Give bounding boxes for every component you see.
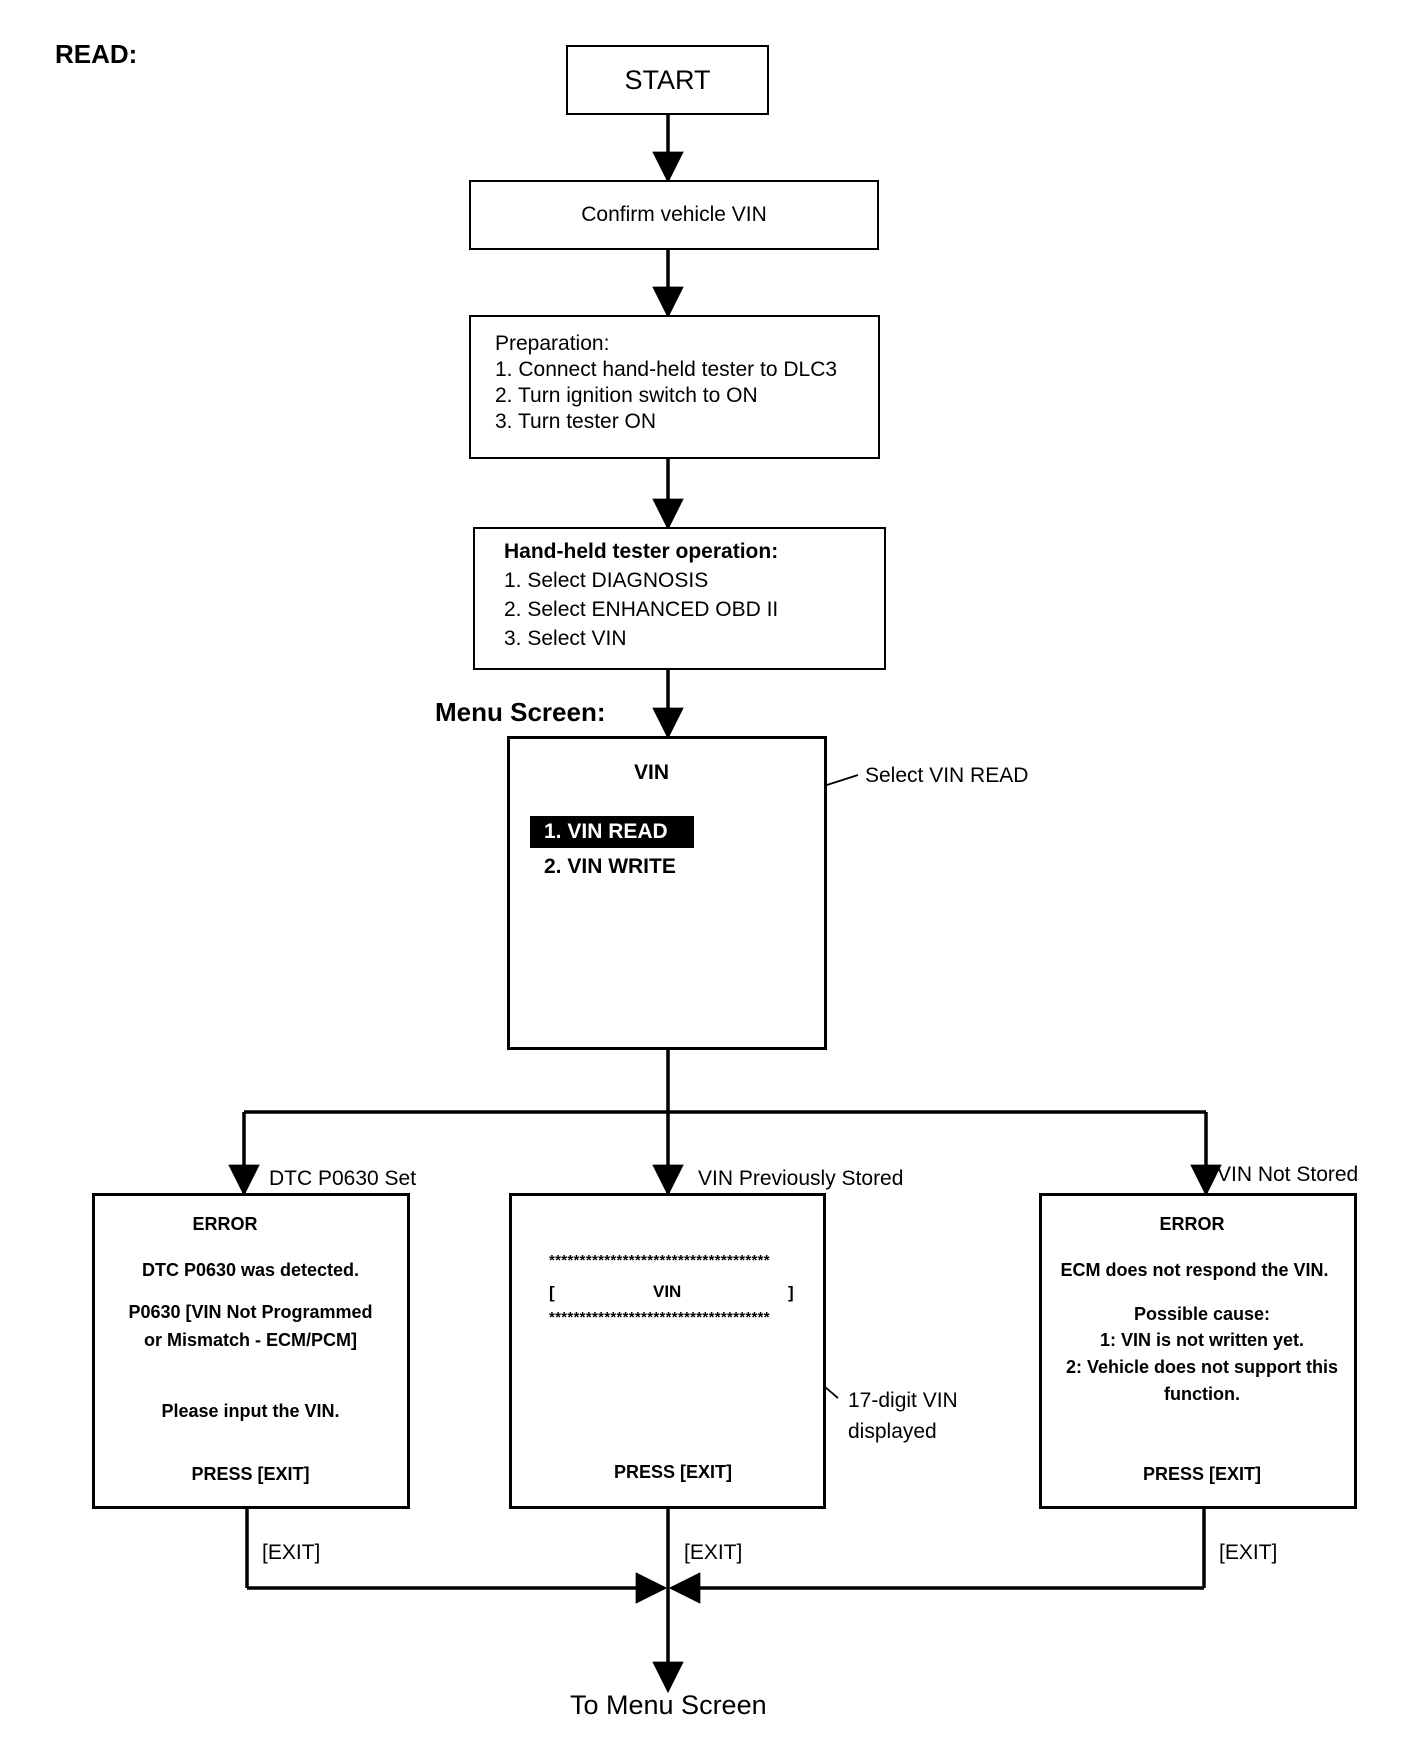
preparation-box: Preparation: 1. Connect hand-held tester… (469, 315, 880, 459)
vin-bracket-right: ] (788, 1283, 794, 1302)
vin-stars-bottom: ************************************ (549, 1309, 770, 1326)
tester-operation-step: 1. Select DIAGNOSIS (504, 569, 709, 592)
preparation-step: 2. Turn ignition switch to ON (495, 384, 758, 407)
error-ecm-line: function. (1164, 1384, 1240, 1404)
error-dtc-title: ERROR (192, 1214, 258, 1234)
error-ecm-press: PRESS [EXIT] (1142, 1464, 1262, 1484)
page-label: READ: (55, 39, 138, 69)
callout-vin-digits: 17-digit VIN displayed (848, 1385, 958, 1447)
error-dtc-box: ERROR DTC P0630 was detected. P0630 [VIN… (92, 1193, 410, 1509)
start-label: START (624, 64, 711, 95)
menu-screen-box: VIN 1. VIN READ 2. VIN WRITE (507, 736, 827, 1050)
preparation-step: 1. Connect hand-held tester to DLC3 (495, 358, 838, 381)
exit-label-middle: [EXIT] (684, 1541, 743, 1564)
branch-label-vin-stored: VIN Previously Stored (698, 1167, 904, 1190)
vin-display-press: PRESS [EXIT] (613, 1462, 733, 1482)
error-ecm-box: ERROR ECM does not respond the VIN. Poss… (1039, 1193, 1357, 1509)
menu-screen-title: VIN (634, 761, 670, 784)
menu-item-vin-read[interactable]: 1. VIN READ (530, 816, 694, 848)
tester-operation-title: Hand-held tester operation: (504, 540, 779, 563)
error-ecm-line: Possible cause: (1133, 1304, 1271, 1324)
error-dtc-press: PRESS [EXIT] (191, 1464, 310, 1484)
branch-label-dtc: DTC P0630 Set (269, 1167, 417, 1190)
confirm-vin-box: Confirm vehicle VIN (469, 180, 879, 250)
exit-label-left: [EXIT] (262, 1541, 321, 1564)
error-ecm-title: ERROR (1159, 1214, 1225, 1234)
start-box: START (566, 45, 769, 115)
vin-display-box: ************************************ [ V… (509, 1193, 826, 1509)
vin-value: VIN (653, 1282, 682, 1301)
error-dtc-line: P0630 [VIN Not Programmed (128, 1302, 373, 1322)
error-ecm-line: 2: Vehicle does not support this (1065, 1357, 1339, 1377)
branch-label-vin-not-stored: VIN Not Stored (1217, 1163, 1359, 1186)
menu-screen-label: Menu Screen: (435, 697, 606, 727)
tester-operation-step: 3. Select VIN (504, 627, 627, 650)
tester-operation-box: Hand-held tester operation: 1. Select DI… (473, 527, 886, 670)
vin-bracket-left: [ (549, 1283, 555, 1302)
confirm-vin-label: Confirm vehicle VIN (581, 203, 767, 226)
tester-operation-step: 2. Select ENHANCED OBD II (504, 598, 779, 621)
to-menu-screen-label: To Menu Screen (570, 1690, 767, 1720)
menu-item-vin-write[interactable]: 2. VIN WRITE (544, 855, 676, 878)
error-ecm-line: ECM does not respond the VIN. (1060, 1260, 1329, 1280)
vin-stars-top: ************************************ (549, 1252, 770, 1269)
error-dtc-line: or Mismatch - ECM/PCM] (143, 1330, 357, 1350)
preparation-title: Preparation: (495, 332, 610, 355)
exit-label-right: [EXIT] (1219, 1541, 1278, 1564)
callout-vin-digits-line: 17-digit VIN (848, 1389, 958, 1412)
error-dtc-line: Please input the VIN. (161, 1401, 340, 1421)
callout-vin-digits-line: displayed (848, 1420, 937, 1443)
error-ecm-line: 1: VIN is not written yet. (1099, 1330, 1305, 1350)
preparation-step: 3. Turn tester ON (495, 410, 657, 433)
callout-select-vin-read: Select VIN READ (865, 764, 1029, 787)
error-dtc-line: DTC P0630 was detected. (141, 1260, 360, 1280)
